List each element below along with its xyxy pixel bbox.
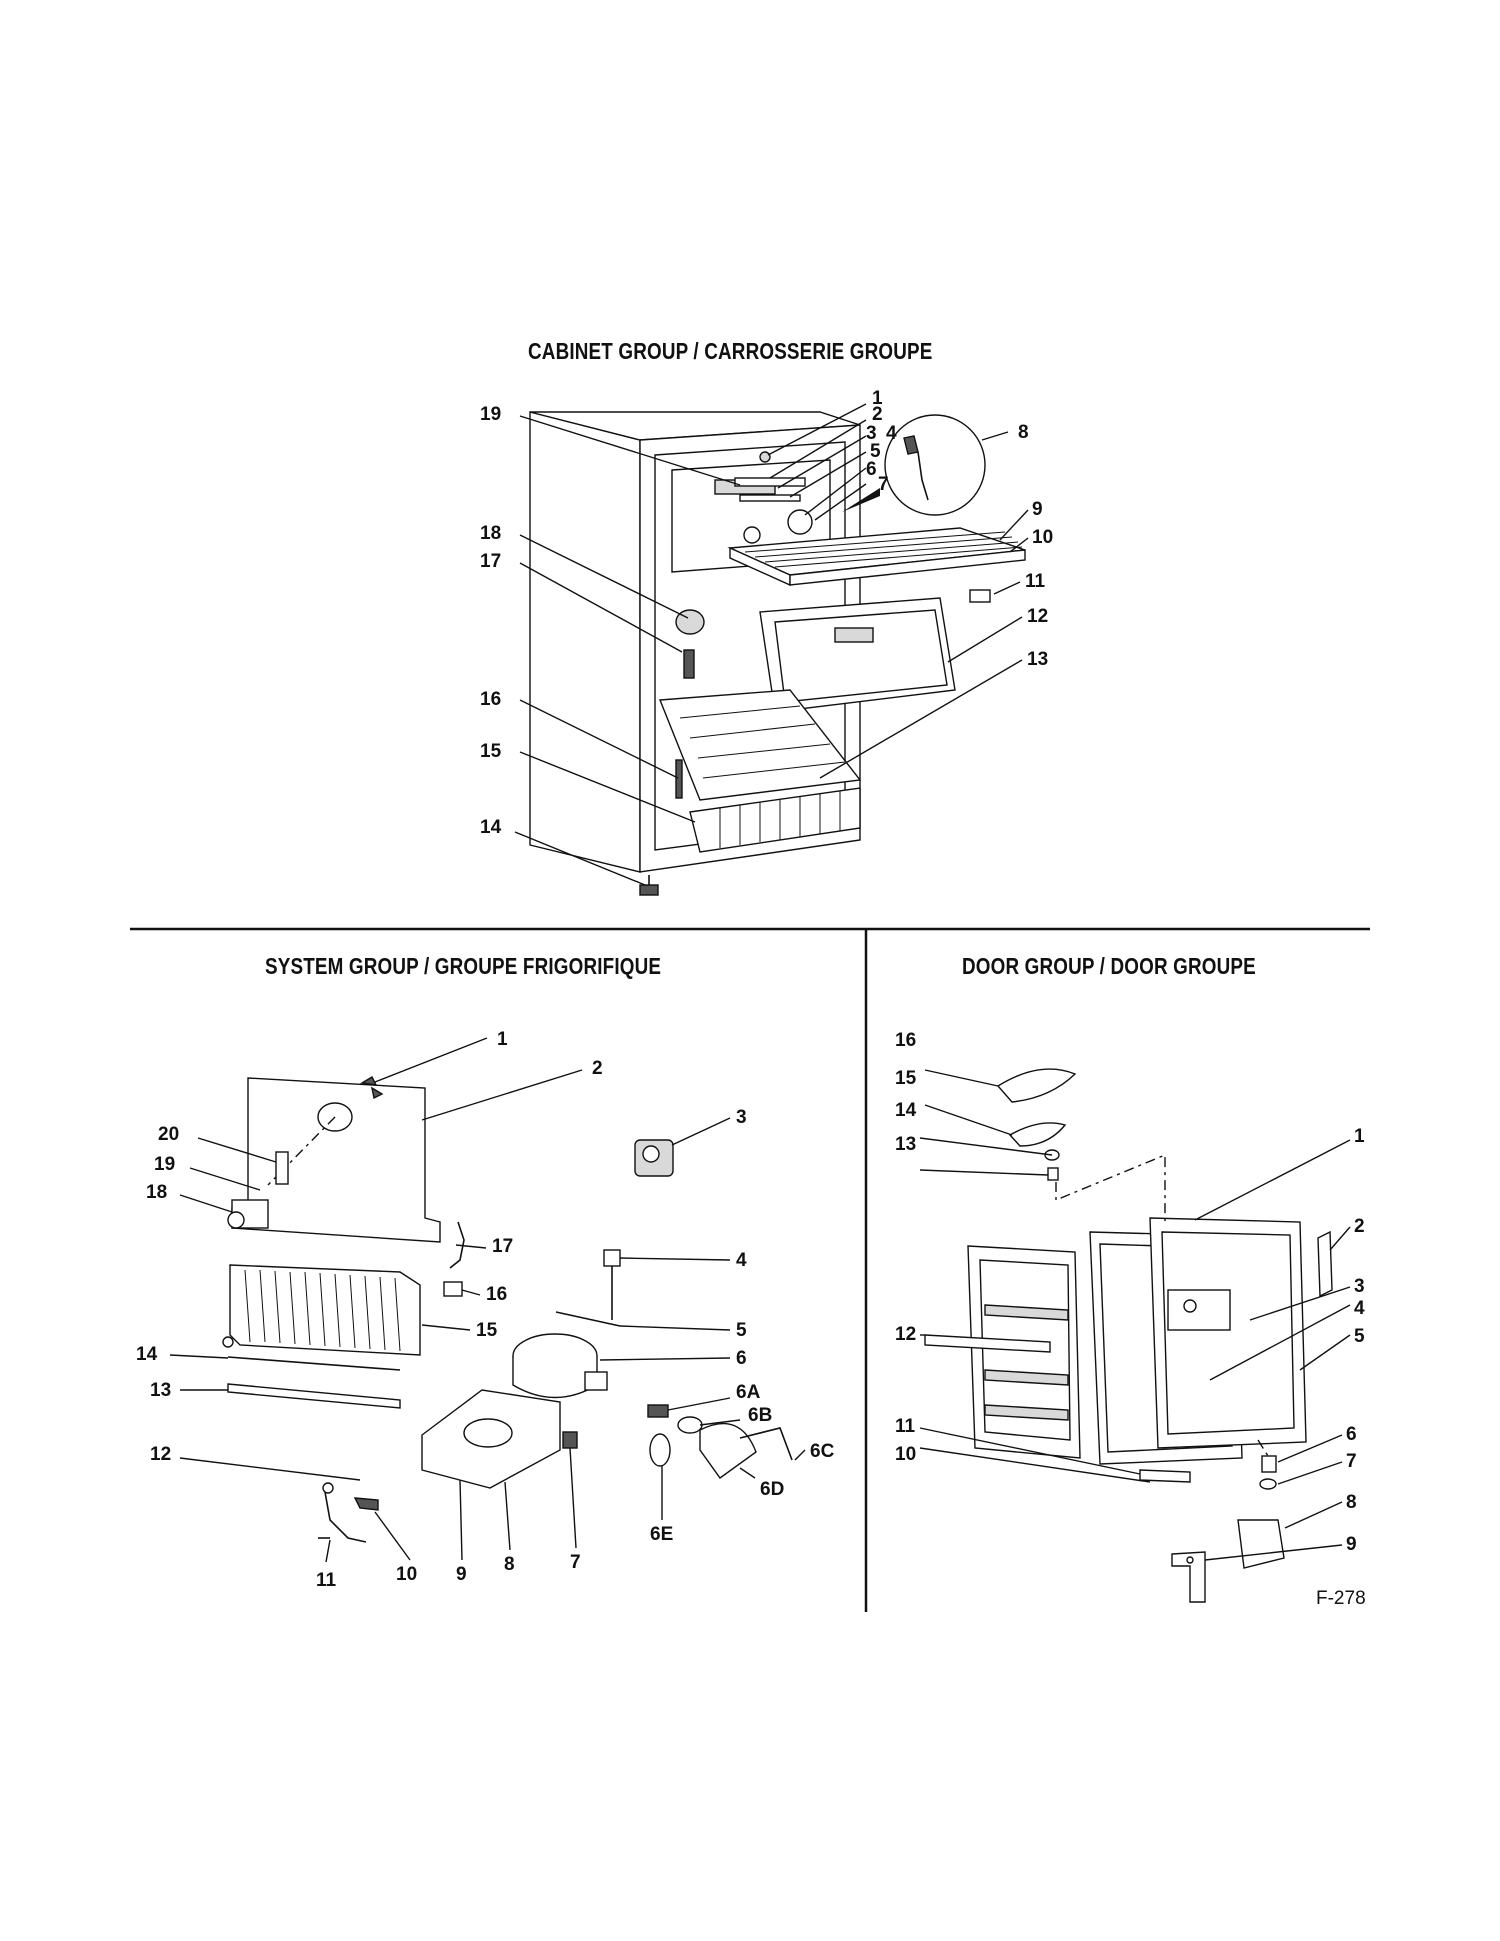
system-illustration [222, 1076, 793, 1543]
system-callout-6b: 6B [748, 1405, 772, 1426]
door-callouts: 1 2 3 4 5 6 7 8 9 10 11 12 13 14 15 16 [895, 1030, 1365, 1555]
system-callout-19: 19 [154, 1154, 175, 1175]
cabinet-callout-19: 19 [480, 404, 501, 425]
door-callout-8: 8 [1346, 1492, 1357, 1513]
cabinet-callout-18: 18 [480, 523, 501, 544]
door-callout-12: 12 [895, 1324, 916, 1345]
door-callout-16: 16 [895, 1030, 916, 1051]
system-callout-11: 11 [316, 1570, 337, 1591]
system-callout-8: 8 [504, 1554, 515, 1575]
cabinet-callout-8: 8 [1018, 422, 1029, 443]
cabinet-callout-16: 16 [480, 689, 501, 710]
door-leaders [919, 1069, 1351, 1561]
system-callout-14: 14 [136, 1344, 158, 1365]
system-callout-12: 12 [150, 1444, 171, 1465]
system-callout-4: 4 [736, 1250, 747, 1271]
cabinet-callout-3: 3 [866, 423, 877, 444]
system-callout-20: 20 [158, 1124, 179, 1145]
door-callout-6: 6 [1346, 1424, 1357, 1445]
system-callout-13: 13 [150, 1380, 171, 1401]
cabinet-callout-1: 1 [872, 388, 883, 409]
door-callout-9: 9 [1346, 1534, 1357, 1555]
cabinet-callout-13: 13 [1027, 649, 1048, 670]
cabinet-group-title: CABINET GROUP / CARROSSERIE GROUPE [528, 338, 933, 364]
cabinet-callout-15: 15 [480, 741, 502, 762]
door-callout-3: 3 [1354, 1276, 1365, 1297]
cabinet-callout-4: 4 [886, 423, 897, 444]
system-callout-16: 16 [486, 1284, 507, 1305]
system-callout-6: 6 [736, 1348, 747, 1369]
cabinet-callout-11: 11 [1025, 571, 1046, 592]
door-callout-5: 5 [1354, 1326, 1365, 1347]
door-callout-11: 11 [895, 1416, 916, 1437]
cabinet-callout-5: 5 [870, 441, 881, 462]
cabinet-callout-2: 2 [872, 404, 883, 425]
cabinet-callout-10: 10 [1032, 527, 1053, 548]
system-callout-18: 18 [146, 1182, 167, 1203]
system-callout-7: 7 [570, 1552, 581, 1573]
door-callout-1: 1 [1354, 1126, 1365, 1147]
cabinet-callout-12: 12 [1027, 606, 1048, 627]
door-callout-10: 10 [895, 1444, 916, 1465]
cabinet-callout-9: 9 [1032, 499, 1043, 520]
system-group-title: SYSTEM GROUP / GROUPE FRIGORIFIQUE [265, 953, 662, 979]
system-callout-6e: 6E [650, 1524, 673, 1545]
cabinet-callout-6: 6 [866, 459, 877, 480]
door-callout-14: 14 [895, 1100, 917, 1121]
door-callout-13: 13 [895, 1134, 916, 1155]
figure-code: F-278 [1316, 1588, 1366, 1609]
door-callout-2: 2 [1354, 1216, 1365, 1237]
cabinet-callout-7: 7 [878, 474, 889, 495]
system-callout-6c: 6C [810, 1441, 835, 1462]
system-callout-15: 15 [476, 1320, 498, 1341]
cabinet-illustration [529, 411, 1026, 896]
system-callout-5: 5 [736, 1320, 747, 1341]
door-callout-4: 4 [1354, 1298, 1365, 1319]
system-callout-6d: 6D [760, 1479, 784, 1500]
door-illustration [924, 1068, 1333, 1603]
cabinet-callouts: 1 2 3 4 5 6 7 8 9 10 11 12 13 14 15 16 1… [480, 388, 1053, 838]
system-callout-9: 9 [456, 1564, 467, 1585]
system-callout-17: 17 [492, 1236, 513, 1257]
cabinet-leaders [514, 403, 1029, 886]
system-leaders [169, 1037, 806, 1563]
door-group-title: DOOR GROUP / DOOR GROUPE [962, 953, 1256, 979]
system-callouts: 1 2 3 4 5 6 6A 6B 6C 6D 6E 7 8 9 10 11 1… [136, 1029, 835, 1591]
system-callout-3: 3 [736, 1107, 747, 1128]
door-callout-15: 15 [895, 1068, 917, 1089]
system-callout-10: 10 [396, 1564, 417, 1585]
cabinet-callout-14: 14 [480, 817, 502, 838]
door-callout-7: 7 [1346, 1451, 1357, 1472]
system-callout-1: 1 [497, 1029, 508, 1050]
cabinet-callout-17: 17 [480, 551, 501, 572]
system-callout-2: 2 [592, 1058, 603, 1079]
system-callout-6a: 6A [736, 1382, 761, 1403]
